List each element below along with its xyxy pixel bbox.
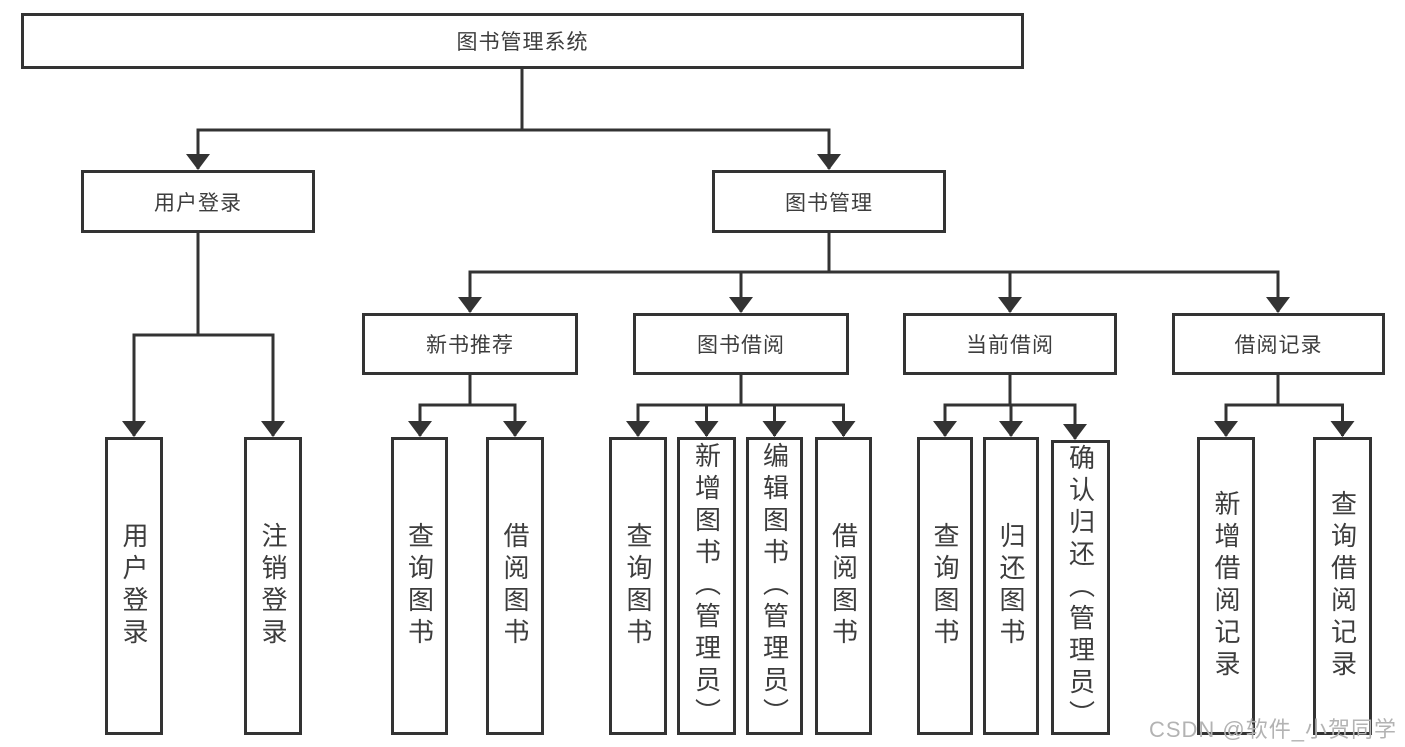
csdn-watermark: CSDN @软件_小贺同学 — [1148, 717, 1397, 742]
node-current-borrow: 当前借阅 — [903, 313, 1117, 375]
node-library-management-system: 图书管理系统 — [21, 13, 1024, 69]
leaf-logout-login: 注销登录 — [244, 437, 302, 735]
leaf-query-books-recommend: 查询图书 — [391, 437, 448, 735]
node-new-book-recommend: 新书推荐 — [362, 313, 578, 375]
leaf-query-books-current: 查询图书 — [917, 437, 973, 735]
leaf-edit-book-admin: 编辑图书（管理员） — [746, 437, 803, 735]
node-user-login-branch: 用户登录 — [81, 170, 315, 233]
leaf-query-books-borrow: 查询图书 — [609, 437, 667, 735]
leaf-borrow-books-borrow: 借阅图书 — [815, 437, 872, 735]
leaf-user-login: 用户登录 — [105, 437, 163, 735]
leaf-add-book-admin: 新增图书（管理员） — [677, 437, 736, 735]
leaf-query-borrow-record: 查询借阅记录 — [1313, 437, 1372, 735]
node-book-borrow: 图书借阅 — [633, 313, 849, 375]
leaf-return-book: 归还图书 — [983, 437, 1039, 735]
node-borrow-records: 借阅记录 — [1172, 313, 1385, 375]
leaf-borrow-books-recommend: 借阅图书 — [486, 437, 544, 735]
node-book-management-branch: 图书管理 — [712, 170, 946, 233]
leaf-add-borrow-record: 新增借阅记录 — [1197, 437, 1255, 735]
leaf-confirm-return-admin: 确认归还（管理员） — [1051, 440, 1110, 735]
